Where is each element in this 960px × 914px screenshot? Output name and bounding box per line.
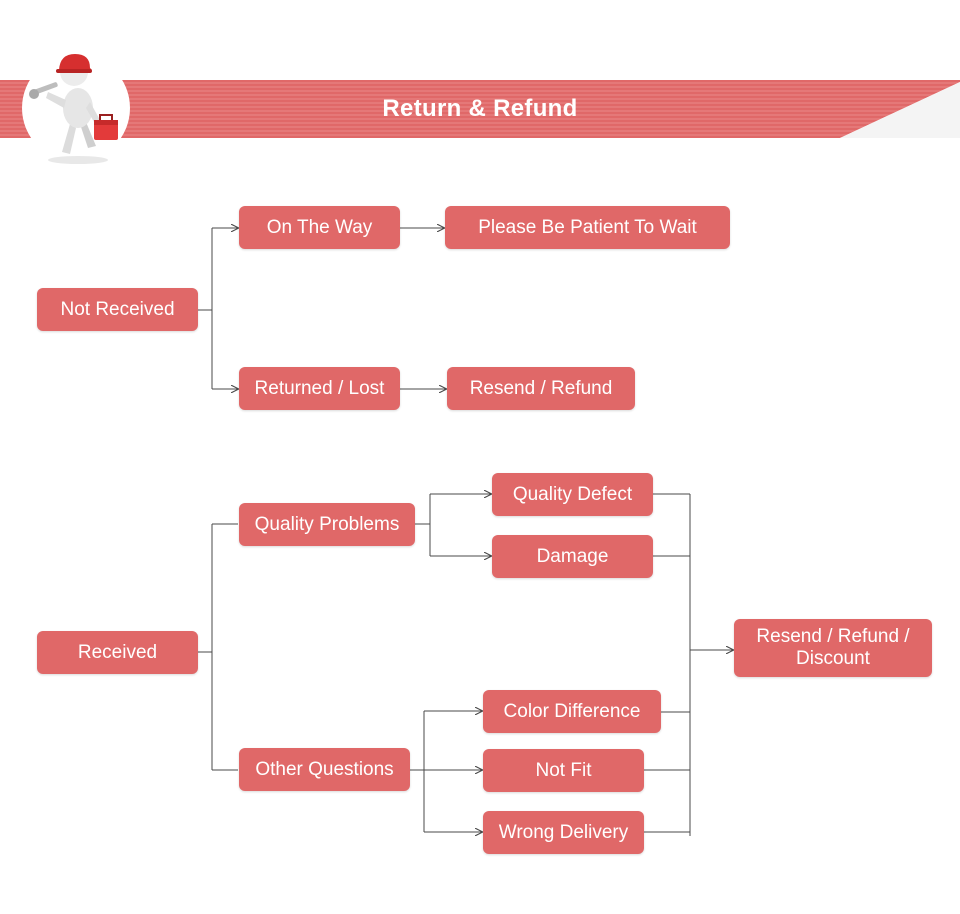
node-not-received: Not Received	[37, 288, 198, 331]
node-color-difference: Color Difference	[483, 690, 661, 733]
page-title: Return & Refund	[382, 95, 578, 122]
node-other-questions: Other Questions	[239, 748, 410, 791]
node-outcome-line1: Resend / Refund /	[756, 626, 910, 647]
connector-notreceived-trunk	[198, 228, 213, 389]
node-please-be-patient: Please Be Patient To Wait	[445, 206, 730, 249]
node-quality-problems: Quality Problems	[239, 503, 415, 546]
node-damage: Damage	[492, 535, 653, 578]
banner-band	[0, 80, 960, 138]
node-quality-defect: Quality Defect	[492, 473, 653, 516]
connector-outcome-collector	[644, 493, 691, 836]
node-resend-refund: Resend / Refund	[447, 367, 635, 410]
mascot-repairman-icon	[22, 54, 130, 164]
connector-received-trunk	[198, 524, 213, 770]
node-wrong-delivery: Wrong Delivery	[483, 811, 644, 854]
header-banner	[0, 80, 960, 138]
node-not-fit: Not Fit	[483, 749, 644, 792]
connector-quality-trunk	[415, 494, 431, 556]
node-outcome-line2: Discount	[796, 648, 870, 669]
node-received: Received	[37, 631, 198, 674]
node-on-the-way: On The Way	[239, 206, 400, 249]
node-returned-lost: Returned / Lost	[239, 367, 400, 410]
banner-corner	[840, 82, 960, 138]
node-outcome: Resend / Refund / Discount	[734, 619, 932, 677]
connector-other-trunk	[410, 711, 425, 832]
